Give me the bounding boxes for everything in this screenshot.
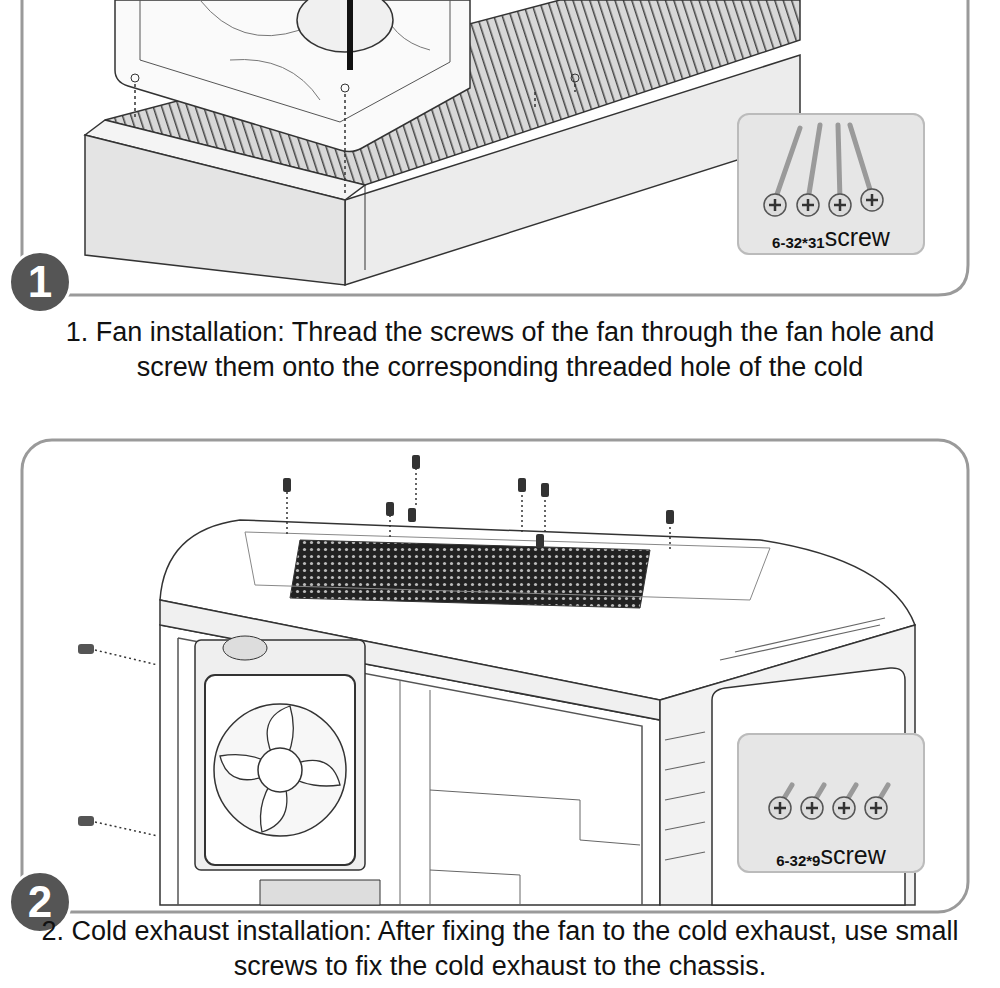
screw-word: screw xyxy=(820,842,885,870)
step-number: 1 xyxy=(8,250,72,314)
screw-size: 6-32*9 xyxy=(776,853,820,870)
screw-inset: 6-32*31screw xyxy=(737,113,925,255)
screw-inset: 6-32*9screw xyxy=(737,733,925,873)
screw-size: 6-32*31 xyxy=(772,235,825,252)
screw-word: screw xyxy=(825,224,890,252)
step-caption: 2. Cold exhaust installation: After fixi… xyxy=(30,914,970,984)
step-caption: 1. Fan installation: Thread the screws o… xyxy=(30,315,970,385)
callout-number: 1 xyxy=(28,260,52,304)
